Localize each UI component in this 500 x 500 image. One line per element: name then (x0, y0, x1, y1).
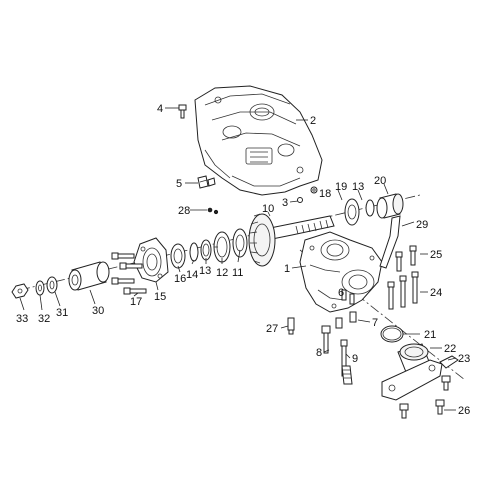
output-axis (299, 249, 466, 381)
bolt-part-25 (395, 245, 417, 272)
bearing-part-11 (232, 228, 248, 258)
callout-33: 33 (16, 313, 28, 325)
callout-10: 10 (262, 203, 274, 215)
washer-part-31 (46, 276, 58, 294)
nut-part-33 (11, 283, 29, 299)
bolt-part-17 (111, 277, 147, 295)
callout-26: 26 (458, 405, 470, 417)
flange-housing-part-15 (133, 237, 169, 283)
washer-part-32 (35, 280, 45, 296)
bolt-part-27 (287, 317, 295, 335)
washer-part-18 (310, 186, 318, 194)
seal-part-16 (170, 243, 186, 269)
pin-part-3 (297, 197, 303, 203)
callout-17: 17 (130, 296, 142, 308)
bolt-part-8 (321, 325, 331, 354)
bearing-part-19 (344, 198, 360, 226)
spacer-part-7 (335, 311, 357, 329)
callout-16: 16 (174, 273, 186, 285)
callout-22: 22 (444, 343, 456, 355)
spacer-part-13a (200, 239, 212, 261)
callout-1: 1 (284, 263, 290, 275)
pin-part-6 (341, 289, 355, 305)
spacer-part-13b (365, 199, 375, 217)
callout-11: 11 (232, 267, 243, 279)
callout-27: 27 (266, 323, 278, 335)
callout-31: 31 (56, 307, 68, 319)
callout-15: 15 (154, 291, 166, 303)
callout-4: 4 (157, 103, 163, 115)
callout-29: 29 (416, 219, 428, 231)
callout-7: 7 (372, 317, 378, 329)
callout-24: 24 (430, 287, 442, 299)
plug-part-5 (197, 175, 216, 189)
callout-23: 23 (458, 353, 470, 365)
callout-2: 2 (310, 115, 316, 127)
callout-13-right: 13 (352, 181, 364, 193)
callout-6: 6 (338, 287, 344, 299)
output-housing-part-1 (299, 231, 383, 313)
callout-3: 3 (282, 197, 288, 209)
bevel-gear (248, 213, 276, 267)
dowel-pin-part-28 (207, 207, 219, 215)
bracket-part-29 (379, 215, 401, 269)
callout-21: 21 (424, 329, 436, 341)
housing-cover-part-2 (194, 85, 323, 196)
callout-25: 25 (430, 249, 442, 261)
callout-20: 20 (374, 175, 386, 187)
bearing-race-part-12 (213, 231, 231, 263)
callout-30: 30 (92, 305, 104, 317)
cup-part-20 (376, 193, 404, 219)
bolt-flange-lower (119, 262, 143, 270)
callout-8: 8 (316, 347, 322, 359)
bolt-part-4 (178, 104, 187, 119)
callout-28: 28 (178, 205, 190, 217)
bolt-part-24 (387, 271, 419, 310)
callout-5: 5 (176, 178, 182, 190)
callout-32: 32 (38, 313, 50, 325)
callout-14: 14 (186, 269, 198, 281)
threaded-stud (341, 365, 353, 385)
callout-13-left: 13 (199, 265, 211, 277)
callout-12: 12 (216, 267, 228, 279)
o-ring-part-21 (380, 325, 404, 343)
callout-19: 19 (335, 181, 347, 193)
callout-9: 9 (352, 353, 358, 365)
bolt-flange-upper (111, 252, 135, 260)
shim-part-14 (189, 242, 199, 262)
bolt-part-26 (399, 375, 451, 419)
sleeve-part-30 (68, 261, 110, 291)
callout-18: 18 (319, 188, 331, 200)
